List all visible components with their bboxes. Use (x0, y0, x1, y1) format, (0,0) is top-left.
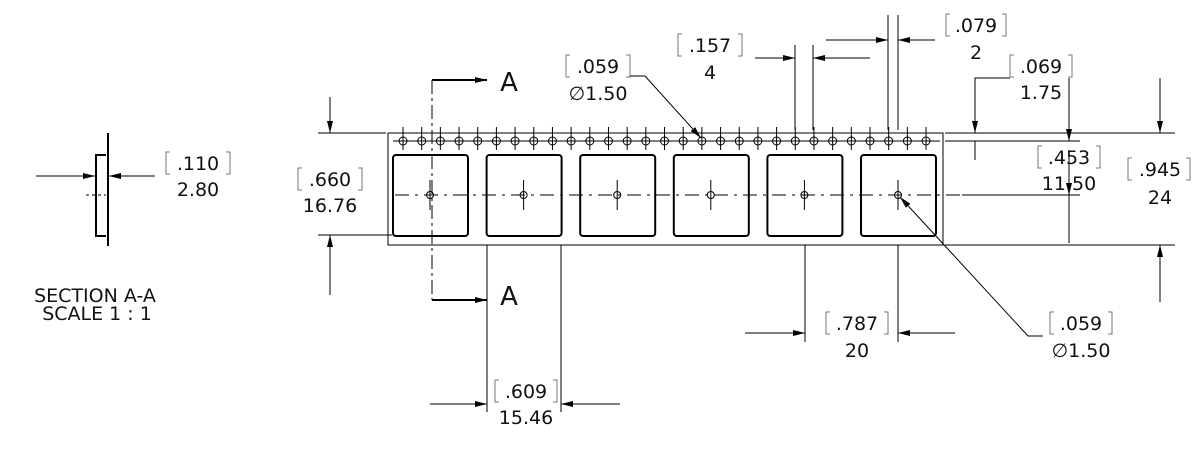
sprocket-hole (772, 136, 782, 146)
dim-width-in: .945 (1139, 159, 1181, 181)
sprocket-hole (753, 136, 763, 146)
pocket-center-hole (613, 191, 622, 199)
pocket (766, 154, 844, 237)
dim-hole-top-mm: ∅1.50 (569, 83, 628, 105)
pocket-center-hole (894, 191, 902, 199)
sprocket-hole (473, 136, 483, 146)
pocket-center-hole (706, 191, 715, 199)
dim-center-hole-mm: ∅1.50 (1052, 340, 1111, 362)
sprocket-hole (697, 136, 707, 146)
dim-offset-mm: 2 (970, 42, 982, 64)
sprocket-hole (828, 136, 838, 146)
dim-pocket-pitch-mm: 20 (845, 340, 869, 362)
pocket (672, 154, 750, 237)
pocket (860, 154, 937, 237)
pocket-center-hole (519, 191, 528, 199)
section-label-top: A (500, 68, 518, 98)
sprocket-hole (884, 136, 894, 146)
pocket (485, 154, 563, 237)
pocket-center-hole (426, 191, 434, 199)
sprocket-hole (547, 136, 557, 146)
sprocket-hole (902, 136, 912, 146)
sprocket-hole (846, 136, 856, 146)
sprocket-hole (678, 136, 688, 146)
dim-hole-center-in: .453 (1048, 147, 1090, 169)
dim-pocket-width-mm: 15.46 (499, 407, 553, 429)
sprocket-hole (603, 136, 613, 146)
sprocket-hole (622, 136, 632, 146)
dim-hole-top-in: .059 (577, 56, 619, 78)
sprocket-hole (510, 136, 520, 146)
dim-pitch-mm: 4 (704, 62, 716, 84)
dim-mm: 2.80 (177, 179, 219, 201)
sprocket-hole (529, 136, 539, 146)
sprocket-hole (809, 136, 819, 146)
section-view: .110 2.80 SECTION A-A SCALE 1 : 1 (34, 133, 231, 325)
dimensions: .660 16.76 .059 ∅1.50 .157 4 .079 2 .069… (297, 13, 1191, 429)
pocket-center-hole (800, 191, 809, 199)
dim-edge-mm: 1.75 (1020, 82, 1062, 104)
dim-edge-in: .069 (1020, 56, 1062, 78)
sprocket-hole (660, 136, 670, 146)
sprocket-hole (398, 136, 408, 146)
dim-width-mm: 24 (1148, 187, 1172, 209)
dim-hole-center-mm: 11.50 (1042, 173, 1096, 195)
section-label-bottom: A (500, 282, 518, 312)
section-cut-line: A A (431, 68, 518, 312)
sprocket-hole (790, 136, 800, 146)
pocket (392, 154, 469, 237)
dim-height-in: .660 (309, 169, 351, 191)
sprocket-hole (454, 136, 464, 146)
dim-height-mm: 16.76 (303, 195, 357, 217)
sprocket-hole (585, 136, 595, 146)
sprocket-hole (716, 136, 726, 146)
dim-offset-in: .079 (955, 15, 997, 37)
dim-inch: .110 (177, 153, 219, 175)
sprocket-hole (417, 136, 427, 146)
dim-center-hole-in: .059 (1060, 313, 1102, 335)
sprocket-hole (435, 136, 445, 146)
carrier-tape (387, 127, 960, 246)
pocket (579, 154, 657, 237)
sprocket-hole (566, 136, 576, 146)
section-title: SECTION A-A (34, 285, 156, 307)
sprocket-hole (734, 136, 744, 146)
dim-pocket-pitch-in: .787 (836, 313, 878, 335)
sprocket-hole (641, 136, 651, 146)
sprocket-hole (921, 136, 931, 146)
sprocket-hole (491, 136, 501, 146)
sprocket-hole (865, 136, 875, 146)
section-scale: SCALE 1 : 1 (42, 303, 152, 325)
dim-pitch-in: .157 (689, 35, 731, 57)
dim-pocket-width-in: .609 (505, 381, 547, 403)
